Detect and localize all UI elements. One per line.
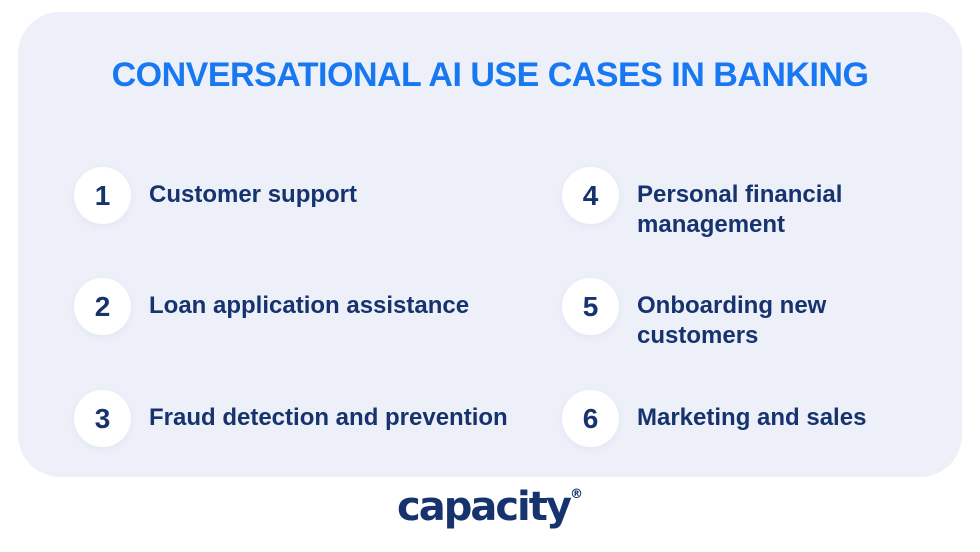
item-label: Personal financial management [637, 181, 843, 238]
use-case-item-1: 1 Customer support [74, 167, 357, 224]
infographic-card: CONVERSATIONAL AI USE CASES IN BANKING 1… [18, 12, 962, 477]
item-number-badge: 5 [562, 278, 619, 335]
item-label: Onboarding new customers [637, 292, 827, 349]
capacity-logo: capacity® [0, 484, 980, 530]
item-number-badge: 4 [562, 167, 619, 224]
registered-trademark-mark: ® [569, 487, 583, 502]
page-title: CONVERSATIONAL AI USE CASES IN BANKING [111, 56, 869, 94]
item-number-badge: 1 [74, 167, 131, 224]
use-case-item-4: 4 Personal financial management [562, 167, 887, 240]
capacity-logo-wordmark: capacity [397, 484, 572, 530]
item-number-badge: 3 [74, 390, 131, 447]
use-case-item-2: 2 Loan application assistance [74, 278, 469, 335]
item-label: Fraud detection and prevention [149, 404, 508, 431]
use-case-item-6: 6 Marketing and sales [562, 390, 866, 447]
item-number-badge: 2 [74, 278, 131, 335]
item-number-badge: 6 [562, 390, 619, 447]
item-label: Marketing and sales [637, 404, 867, 431]
use-case-item-3: 3 Fraud detection and prevention [74, 390, 508, 447]
use-case-item-5: 5 Onboarding new customers [562, 278, 887, 351]
item-label: Loan application assistance [149, 292, 470, 319]
item-label: Customer support [149, 181, 358, 208]
